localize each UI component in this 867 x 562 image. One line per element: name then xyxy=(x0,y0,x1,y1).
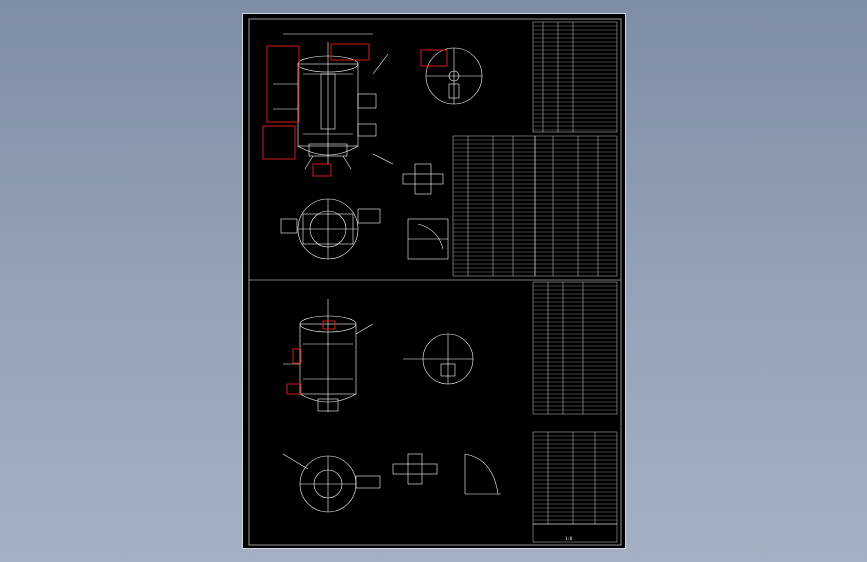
nozzle-detail-top xyxy=(407,218,449,260)
flange-detail-bottom xyxy=(392,453,438,485)
bottom-plan-view-top xyxy=(280,198,381,260)
drawing-frame xyxy=(248,18,622,546)
top-plan-view-top xyxy=(425,47,483,105)
cad-drawing-sheet: 1:8 xyxy=(242,13,626,549)
highlight-box xyxy=(266,45,300,123)
title-block-table-top xyxy=(452,21,618,277)
top-plan-view-bottom xyxy=(403,333,474,385)
cad-drawing-canvas xyxy=(248,18,622,546)
highlight-box xyxy=(420,49,448,67)
highlight-box xyxy=(322,320,336,330)
highlight-box xyxy=(286,383,302,395)
flange-detail-top xyxy=(402,163,444,195)
title-block-table-bottom xyxy=(532,281,618,543)
highlight-boxes xyxy=(262,43,448,395)
highlight-box xyxy=(312,163,332,177)
vessel-section-view-bottom xyxy=(283,299,374,412)
vessel-section-view-top xyxy=(273,33,394,170)
table-row-rules xyxy=(453,25,617,521)
highlight-box xyxy=(262,125,296,160)
nozzle-detail-bottom xyxy=(464,453,501,495)
highlight-box xyxy=(292,348,302,364)
highlight-box xyxy=(330,43,370,61)
scale-note: 1:8 xyxy=(565,536,573,541)
bottom-plan-view-bottom xyxy=(282,453,381,513)
